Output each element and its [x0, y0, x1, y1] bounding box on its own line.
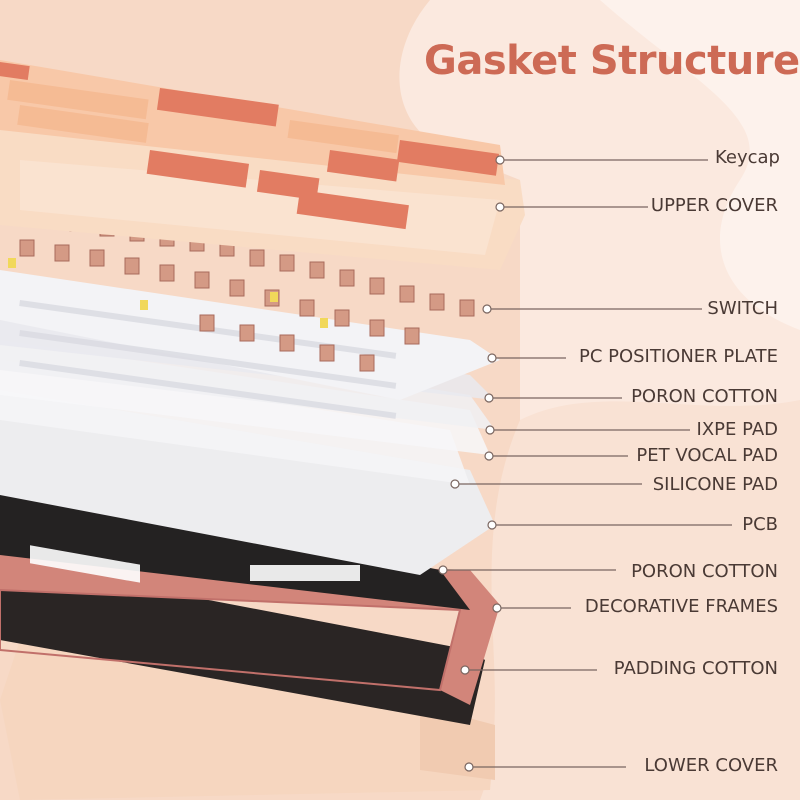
label-lower-cover: LOWER COVER: [644, 755, 778, 776]
label-poron-cotton-upper: PORON COTTON: [631, 386, 778, 407]
label-pet-vocal-pad: PET VOCAL PAD: [636, 445, 778, 466]
lower-cover-shape: [0, 640, 495, 800]
label-switch: SWITCH: [707, 298, 778, 319]
label-decorative-frames: DECORATIVE FRAMES: [584, 596, 778, 617]
label-keycap: Keycap: [715, 147, 780, 168]
label-silicone-pad: SILICONE PAD: [652, 474, 778, 495]
label-upper-cover: UPPER COVER: [650, 195, 778, 216]
label-padding-cotton: PADDING COTTON: [613, 658, 778, 679]
label-pcb: PCB: [742, 514, 778, 535]
label-ixpe-pad: IXPE PAD: [696, 419, 778, 440]
label-poron-cotton-lower: PORON COTTON: [631, 561, 778, 582]
page-title: Gasket Structure: [424, 38, 800, 84]
label-pc-positioner-plate: PC POSITIONER PLATE: [578, 346, 778, 367]
leader-dots: [438, 155, 505, 772]
leader-lines: [443, 159, 732, 768]
keycap-set: [0, 60, 505, 230]
